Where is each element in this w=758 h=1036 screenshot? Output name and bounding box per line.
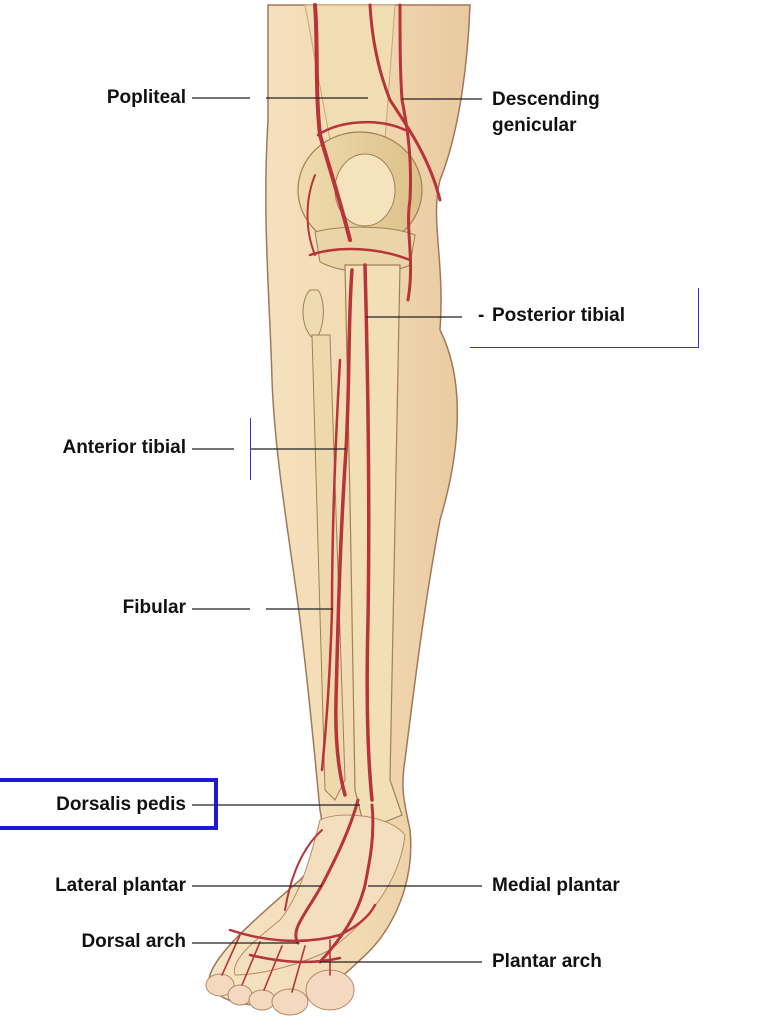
toe bbox=[205, 973, 235, 997]
arteries bbox=[221, 3, 442, 993]
anterior-tibial-frame-right bbox=[250, 418, 251, 480]
toe bbox=[271, 988, 309, 1016]
anterior-tibial-artery bbox=[334, 268, 354, 797]
label-posterior-tibial-dash: - bbox=[478, 305, 485, 326]
label-fibular: Fibular bbox=[122, 597, 186, 618]
dorsalis-pedis-highlight-box bbox=[0, 778, 218, 830]
genicular-ring bbox=[316, 121, 407, 137]
dorsalis-pedis-artery bbox=[294, 798, 360, 945]
posterior-tibial-artery bbox=[363, 263, 374, 802]
label-anterior-tibial: Anterior tibial bbox=[62, 437, 186, 458]
posterior-tibial-frame-right bbox=[698, 288, 699, 347]
label-dorsalis-pedis: Dorsalis pedis bbox=[56, 794, 186, 815]
leader-lines bbox=[192, 97, 482, 963]
femoral-branch bbox=[368, 3, 442, 202]
lateral-foot-branch bbox=[284, 829, 323, 911]
dorsal-arch-artery bbox=[228, 903, 377, 943]
genicular-lower bbox=[308, 247, 412, 262]
posterior-tibial-frame-bottom bbox=[470, 347, 699, 348]
toe-branch bbox=[241, 941, 261, 986]
descending-genicular-artery bbox=[398, 3, 413, 302]
label-lateral-plantar: Lateral plantar bbox=[55, 875, 186, 896]
foot-bones bbox=[233, 814, 406, 976]
label-popliteal: Popliteal bbox=[106, 87, 186, 108]
toe-branch bbox=[221, 934, 241, 976]
toe bbox=[227, 984, 253, 1006]
label-posterior-tibial: Posterior tibial bbox=[492, 305, 626, 326]
label-descending-genicular-line2: genicular bbox=[492, 115, 577, 136]
label-descending-genicular-line1: Descending bbox=[492, 89, 600, 110]
label-medial-plantar: Medial plantar bbox=[492, 875, 620, 896]
toe bbox=[305, 969, 355, 1011]
toe-branch bbox=[263, 945, 283, 991]
knee-side-branch bbox=[306, 174, 316, 256]
fibular-artery bbox=[320, 358, 342, 772]
plantar-arch-artery bbox=[248, 953, 342, 964]
toe-branch bbox=[291, 945, 306, 993]
toe bbox=[248, 989, 276, 1011]
label-plantar-arch: Plantar arch bbox=[492, 951, 602, 972]
label-dorsal-arch: Dorsal arch bbox=[81, 931, 186, 952]
medial-plantar-artery bbox=[318, 803, 375, 964]
